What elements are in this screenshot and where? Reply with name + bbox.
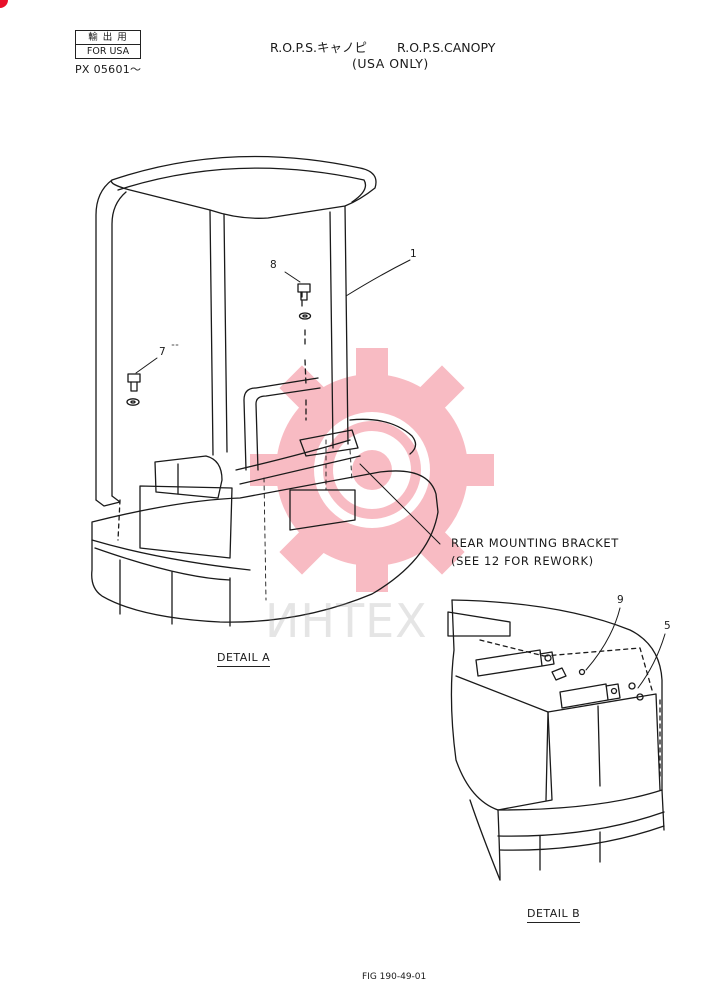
callout-8: 8	[270, 259, 277, 271]
note-line-1: REAR MOUNTING BRACKET	[451, 536, 619, 550]
stamp-japanese-label: 輸出用	[76, 31, 140, 45]
title-japanese: R.O.P.S.キャノピ	[270, 40, 367, 55]
watermark-text: ИНТЕХ	[265, 594, 428, 648]
detail-b-label: DETAIL B	[527, 907, 581, 923]
page-subtitle: (USA ONLY)	[352, 56, 429, 71]
note-line-2: (SEE 12 FOR REWORK)	[451, 554, 594, 568]
serial-number: PX 05601～	[75, 63, 142, 76]
detail-a-label: DETAIL A	[217, 651, 271, 667]
page-title: R.O.P.S.キャノピ R.O.P.S.CANOPY	[270, 37, 495, 56]
detail-a-canopy	[91, 155, 441, 627]
callout-9: 9	[617, 594, 624, 606]
callout-1: 1	[410, 248, 417, 260]
callout-5: 5	[664, 620, 671, 632]
callout-7: 7	[159, 346, 166, 358]
corner-mark	[0, 0, 8, 8]
figure-number: FIG 190-49-01	[362, 972, 427, 982]
watermark-gear-logo	[250, 348, 494, 592]
title-english: R.O.P.S.CANOPY	[397, 40, 496, 55]
detail-b-rear-section	[447, 599, 666, 881]
stamp-english-label: FOR USA	[86, 46, 130, 57]
export-stamp: 輸出用 FOR USA	[75, 30, 141, 59]
rear-mounting-bracket-note: REAR MOUNTING BRACKET (SEE 12 FOR REWORK…	[451, 534, 619, 570]
